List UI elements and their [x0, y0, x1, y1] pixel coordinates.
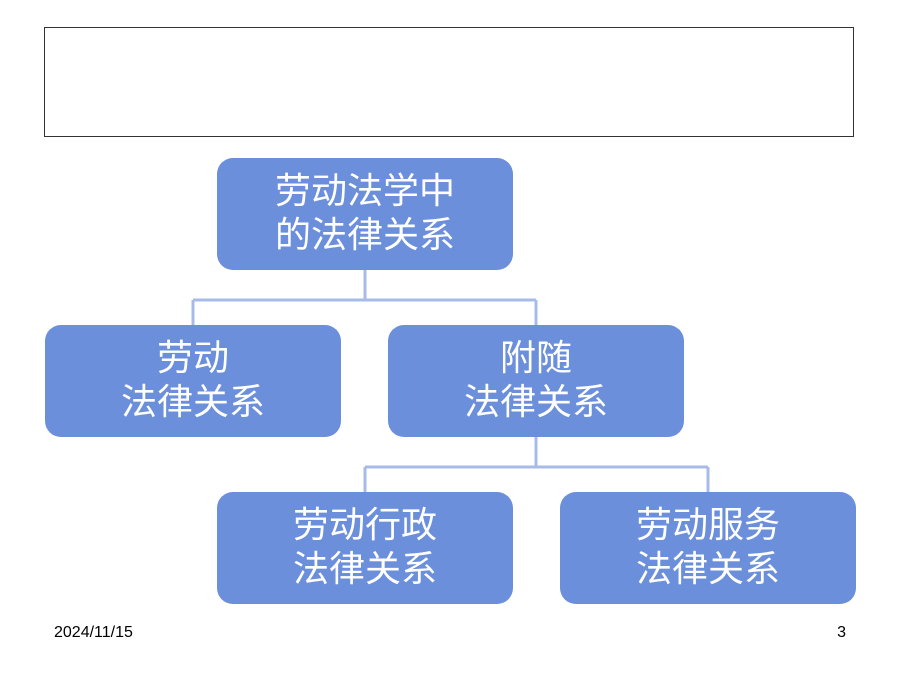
node-labor-line2: 法律关系 — [120, 382, 265, 423]
node-service-line1: 劳动服务 — [635, 505, 780, 546]
node-root-line1: 劳动法学中 — [274, 171, 455, 212]
node-attached-relations: 附随 法律关系 — [388, 325, 684, 437]
node-labor-admin-relations: 劳动行政 法律关系 — [217, 492, 513, 604]
footer-date: 2024/11/15 — [54, 624, 133, 641]
title-placeholder-box — [44, 27, 854, 137]
node-labor-relations: 劳动 法律关系 — [45, 325, 341, 437]
node-admin-line2: 法律关系 — [292, 549, 437, 590]
node-service-line2: 法律关系 — [635, 549, 780, 590]
node-attach-line1: 附随 — [499, 338, 572, 379]
node-admin-line1: 劳动行政 — [292, 505, 437, 546]
node-labor-law-relations: 劳动法学中 的法律关系 — [217, 158, 513, 270]
page-number: 3 — [837, 624, 846, 641]
node-root-line2: 的法律关系 — [274, 215, 455, 256]
node-labor-service-relations: 劳动服务 法律关系 — [560, 492, 856, 604]
node-attach-line2: 法律关系 — [463, 382, 608, 423]
node-labor-line1: 劳动 — [156, 338, 229, 379]
